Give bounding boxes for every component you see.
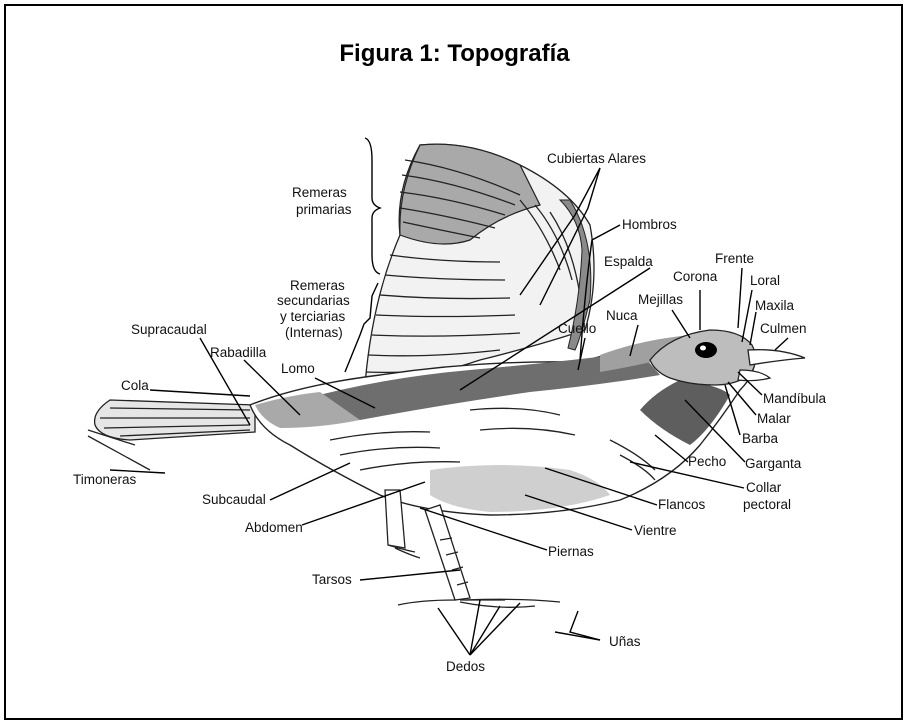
label-piernas: Piernas <box>548 544 594 559</box>
label-collar-pectoral-1: Collar <box>746 480 782 495</box>
label-abdomen: Abdomen <box>245 520 303 535</box>
label-supracaudal: Supracaudal <box>131 322 207 337</box>
label-espalda: Espalda <box>604 254 653 269</box>
label-cola: Cola <box>121 378 149 393</box>
label-flancos: Flancos <box>658 497 706 512</box>
label-cuello: Cuello <box>558 321 596 336</box>
label-remeras-secundarias-1: Remeras <box>290 278 345 293</box>
label-vientre: Vientre <box>634 523 677 538</box>
label-remeras-primarias-1: Remeras <box>292 185 347 200</box>
label-unas: Uñas <box>609 634 641 649</box>
label-barba: Barba <box>742 431 779 446</box>
label-culmen: Culmen <box>760 321 807 336</box>
bird-illustration <box>88 144 805 607</box>
label-remeras-secundarias-3: y terciarias <box>280 309 346 324</box>
label-pecho: Pecho <box>688 454 726 469</box>
label-rabadilla: Rabadilla <box>210 345 267 360</box>
label-garganta: Garganta <box>745 456 802 471</box>
label-loral: Loral <box>750 273 780 288</box>
label-cubiertas-alares: Cubiertas Alares <box>547 151 646 166</box>
label-timoneras: Timoneras <box>73 472 137 487</box>
label-mejillas: Mejillas <box>638 292 683 307</box>
label-tarsos: Tarsos <box>312 572 352 587</box>
label-remeras-secundarias-2: secundarias <box>277 293 350 308</box>
label-frente: Frente <box>715 251 754 266</box>
label-hombros: Hombros <box>622 217 677 232</box>
bird-tail <box>88 400 255 470</box>
label-remeras-secundarias-4: (Internas) <box>285 325 343 340</box>
label-subcaudal: Subcaudal <box>202 492 266 507</box>
label-remeras-primarias-2: primarias <box>296 202 352 217</box>
label-malar: Malar <box>757 411 791 426</box>
label-lomo: Lomo <box>281 361 315 376</box>
label-nuca: Nuca <box>606 308 638 323</box>
label-maxila: Maxila <box>755 298 795 313</box>
label-collar-pectoral-2: pectoral <box>743 497 791 512</box>
label-dedos: Dedos <box>446 659 485 674</box>
label-corona: Corona <box>673 269 718 284</box>
label-mandibula: Mandíbula <box>763 391 827 406</box>
